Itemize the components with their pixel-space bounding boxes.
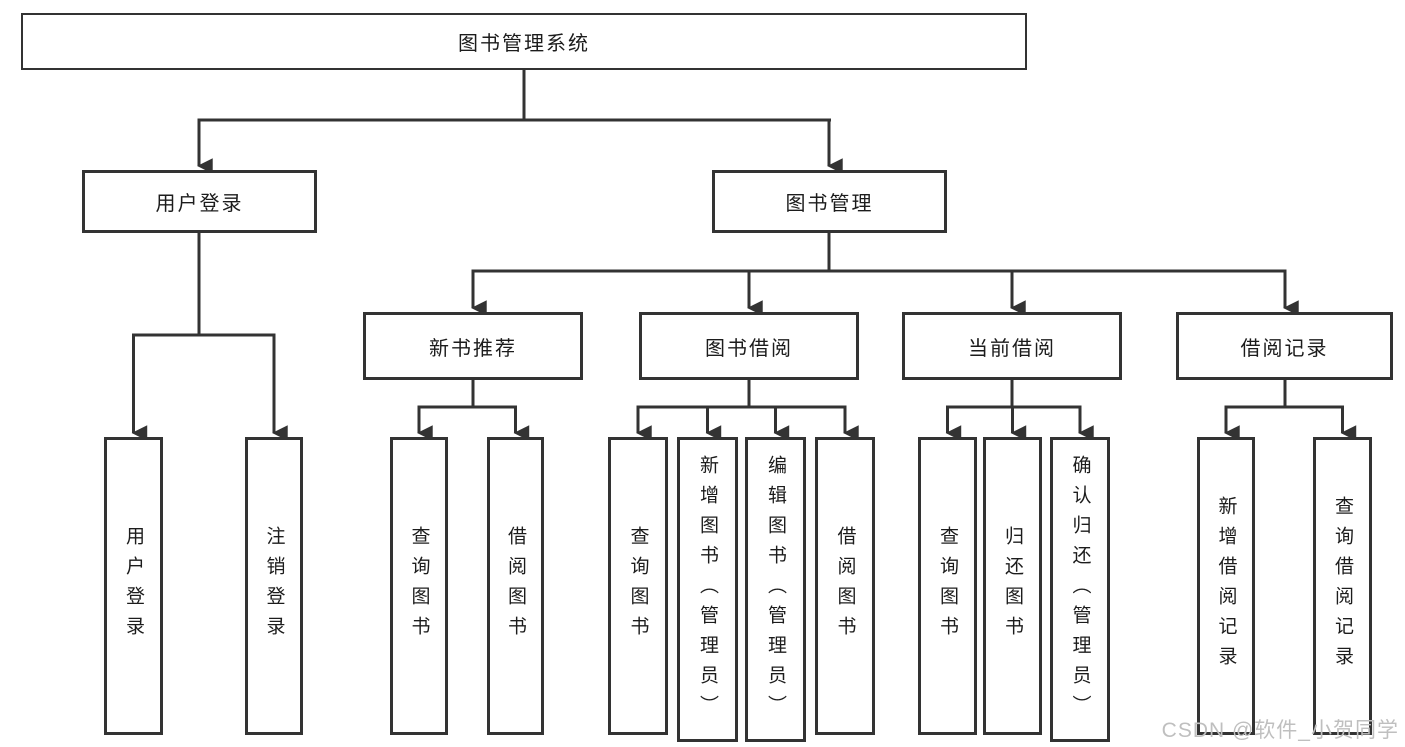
leaf-borrow-books-recommend: 借阅图书 <box>487 437 544 735</box>
node-label: 查询图书 <box>408 526 430 646</box>
connector-root-to-level2 <box>197 70 843 174</box>
node-label: 查询图书 <box>937 526 958 646</box>
leaf-return-book: 归还图书 <box>983 437 1042 735</box>
node-label: 注销登录 <box>263 526 285 646</box>
node-label: 用户登录 <box>155 193 244 215</box>
leaf-borrow-books: 借阅图书 <box>815 437 875 735</box>
node-label: 查询借阅记录 <box>1332 496 1353 676</box>
node-new-book-recommend: 新书推荐 <box>363 312 583 380</box>
leaf-edit-book-admin: 编辑图书（管理员） <box>745 437 806 742</box>
leaf-query-books-current: 查询图书 <box>918 437 977 735</box>
node-label: 当前借阅 <box>968 337 1056 360</box>
leaf-logout: 注销登录 <box>245 437 303 735</box>
leaf-query-books-recommend: 查询图书 <box>390 437 448 735</box>
node-label: 用户登录 <box>123 526 144 646</box>
leaf-add-book-admin: 新增图书（管理员） <box>677 437 738 742</box>
node-current-borrow: 当前借阅 <box>902 312 1122 380</box>
node-book-management: 图书管理 <box>712 170 947 233</box>
node-label: 借阅图书 <box>505 526 526 646</box>
leaf-confirm-return-admin: 确认归还（管理员） <box>1050 437 1110 742</box>
connector-newbook-to-leaves <box>417 380 530 441</box>
connector-currentborrow-to-leaves <box>945 380 1094 441</box>
node-label: 借阅图书 <box>834 526 856 646</box>
leaf-add-borrow-record: 新增借阅记录 <box>1197 437 1255 735</box>
node-label: 图书借阅 <box>705 337 793 360</box>
node-label: 图书管理 <box>785 193 874 215</box>
node-label: 归还图书 <box>1002 526 1023 646</box>
connector-bookmgmt-to-level3 <box>471 233 1299 316</box>
watermark: CSDN @软件_小贺同学 <box>1161 719 1399 742</box>
node-label: 新增图书（管理员） <box>697 454 718 725</box>
node-book-borrow: 图书借阅 <box>639 312 859 380</box>
leaf-user-login: 用户登录 <box>104 437 163 735</box>
node-label: 借阅记录 <box>1240 337 1329 360</box>
node-label: 图书管理系统 <box>458 33 590 55</box>
connector-userlogin-to-leaves <box>131 233 288 441</box>
node-label: 新增借阅记录 <box>1215 496 1237 676</box>
node-borrow-records: 借阅记录 <box>1176 312 1393 380</box>
leaf-query-books-borrow: 查询图书 <box>608 437 668 735</box>
node-user-login: 用户登录 <box>82 170 317 233</box>
connector-records-to-leaves <box>1224 380 1357 441</box>
connector-bookborrow-to-leaves <box>636 380 859 441</box>
node-library-system: 图书管理系统 <box>21 13 1027 70</box>
leaf-query-borrow-record: 查询借阅记录 <box>1313 437 1372 735</box>
node-label: 编辑图书（管理员） <box>765 454 786 725</box>
node-label: 新书推荐 <box>429 337 517 360</box>
node-label: 确认归还（管理员） <box>1069 454 1091 725</box>
node-label: 查询图书 <box>627 526 649 646</box>
